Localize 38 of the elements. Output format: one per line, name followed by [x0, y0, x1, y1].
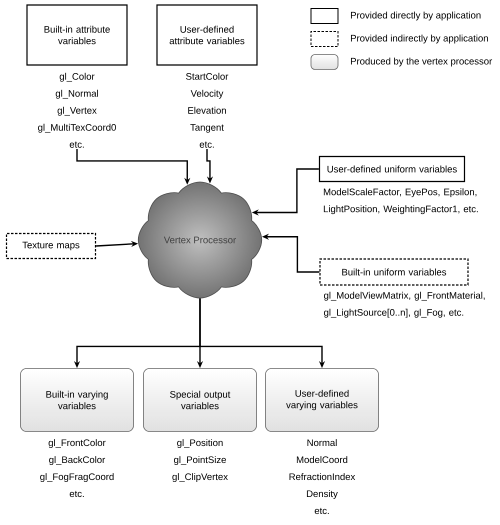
- processor-cloud: Vertex Processor: [138, 182, 262, 298]
- node-label: gl_FogFragCoord: [40, 473, 114, 482]
- variable-list: gl_FrontColor gl_BackColor gl_FogFragCoord etc.: [40, 439, 114, 498]
- legend-label: Provided directly by application: [350, 12, 480, 20]
- node-label: etc.: [200, 142, 214, 148]
- node-label: etc.: [314, 508, 329, 514]
- node-label: StartColor: [186, 72, 228, 80]
- node-label: etc.: [70, 490, 84, 498]
- input-box: User-defined uniform variables: [318, 156, 466, 182]
- variable-list: gl_Position gl_PointSize gl_ClipVertex: [172, 439, 228, 482]
- node-label: Velocity: [190, 90, 224, 99]
- input-box: Texture maps: [6, 232, 96, 260]
- node-label: etc.: [70, 142, 84, 148]
- legend-label: Provided indirectly by application: [350, 34, 488, 44]
- variable-list: gl_ModelViewMatrix, gl_FrontMaterial, gl_LightSource[0..n], gl_Fog, etc.: [324, 292, 485, 318]
- input-box: User-defined attribute variables: [156, 4, 258, 66]
- node-label: gl_Color: [60, 72, 95, 82]
- variable-list: gl_Color gl_Normal gl_Vertex gl_MultiTexCoord0 etc.: [38, 72, 116, 148]
- node-label: gl_Normal: [56, 90, 98, 99]
- input-box: Built-in uniform variables: [319, 258, 469, 286]
- node-label: Elevation: [188, 106, 226, 114]
- output-box: Built-in varying variables: [20, 368, 134, 432]
- node-label: RefractionIndex: [290, 473, 356, 480]
- output-box: Special output variables: [143, 368, 257, 432]
- output-box: User-defined varying variables: [265, 368, 379, 432]
- node-label: gl_BackColor: [49, 456, 106, 465]
- node-label: Tangent: [190, 124, 224, 133]
- node-label: gl_MultiTexCoord0: [38, 124, 116, 133]
- node-label: gl_Vertex: [58, 106, 97, 116]
- node-label: ModelCoord: [296, 456, 348, 464]
- variable-list: ModelScaleFactor, EyePos, Epsilon, LightPosition, WeightingFactor1, etc.: [324, 188, 478, 214]
- input-box: Built-in attribute variables: [26, 4, 128, 66]
- node-label: Normal: [307, 439, 337, 446]
- variable-list: StartColor Velocity Elevation Tangent etc.: [186, 72, 228, 148]
- variable-list: Normal ModelCoord RefractionIndex Density etc.: [290, 439, 356, 514]
- node-label: Density: [306, 490, 338, 499]
- legend-label: Produced by the vertex processor: [350, 58, 492, 66]
- node-label: gl_FrontColor: [48, 439, 106, 448]
